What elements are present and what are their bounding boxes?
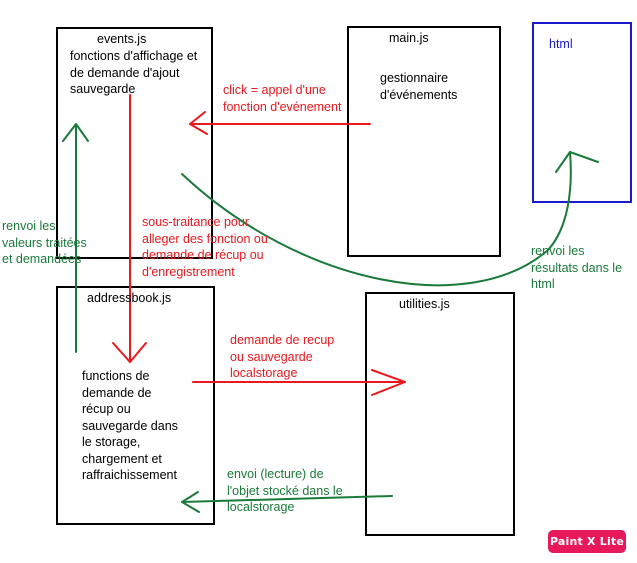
html-box (532, 22, 632, 203)
addressbook-title: addressbook.js (87, 291, 172, 305)
envoi-lecture-label: envoi (lecture) de l'objet stocké dans l… (227, 467, 343, 514)
events-description: fonctions d'affichage et de demande d'aj… (70, 49, 198, 96)
utilities-box (365, 292, 515, 536)
html-title: html (549, 37, 573, 51)
sous-traitance-label: sous-traitance pour alleger des fonction… (142, 215, 268, 279)
main-box (347, 26, 501, 257)
main-title: main.js (389, 31, 429, 45)
sous-traitance-arrow (112, 94, 147, 363)
envoi-lecture-arrow (181, 491, 393, 513)
addressbook-description: functions de demande de récup ou sauvega… (82, 369, 178, 482)
renvoi-resultats-arrow (181, 151, 599, 287)
demande-recup-label: demande de recup ou sauvegarde localstor… (230, 333, 335, 380)
main-description: gestionnaire d'événements (380, 71, 458, 102)
events-box (56, 27, 213, 259)
paint-x-lite-logo: Paint X Lite (548, 530, 626, 553)
renvoi-resultats-label: renvoi les résultats dans le html (531, 244, 623, 291)
events-title: events.js (97, 32, 147, 46)
addressbook-box (56, 286, 215, 525)
renvoi-valeurs-arrow (62, 123, 89, 353)
click-arrow (189, 111, 371, 135)
renvoi-valeurs-label: renvoi les valeurs traitées et demandées (2, 219, 87, 266)
demande-recup-arrow (192, 369, 406, 396)
click-label: click = appel d'une fonction d'evénement (223, 83, 342, 114)
utilities-title: utilities.js (399, 297, 450, 311)
